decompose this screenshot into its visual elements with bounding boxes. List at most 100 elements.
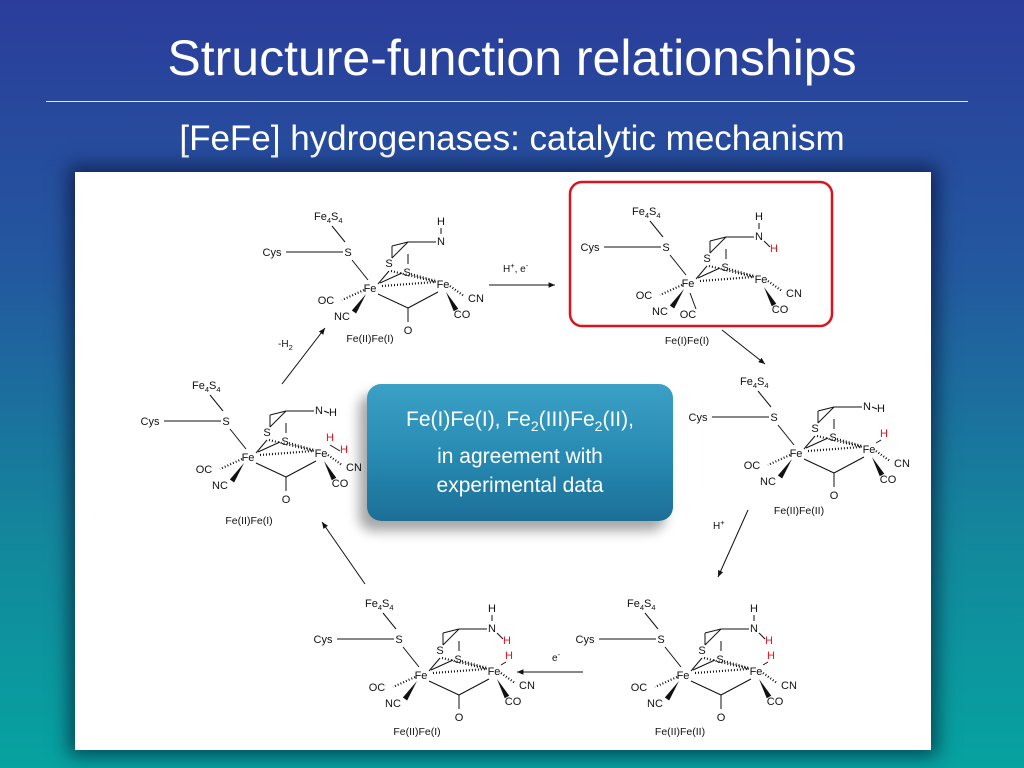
amine-nitrogen: N: [750, 623, 758, 635]
fe-s-bond-1: [692, 659, 716, 671]
fe-s-bond-3: [268, 438, 315, 453]
adt-bond-4: [709, 236, 727, 242]
cys-sulfur: S: [657, 634, 664, 646]
fe-proximal: Fe: [790, 448, 803, 460]
cys-fe-bond: [664, 646, 682, 668]
cn-distal: CN: [786, 288, 802, 300]
fe-proximal: Fe: [677, 670, 690, 682]
fe-s-bond-4: [690, 657, 703, 672]
cys-fe-bond: [351, 259, 369, 281]
adt-bond-4: [442, 628, 460, 634]
arrow-6-label: -H2​: [278, 339, 293, 352]
dihydrogen-bond: [329, 444, 341, 452]
oc-proximal-bond: [341, 288, 365, 302]
cn-distal: CN: [781, 680, 797, 692]
fe4s4-bond: [757, 390, 772, 408]
cys-label: Cys: [576, 634, 595, 646]
fe-distal: Fe: [437, 279, 450, 291]
dihydrogen-h1: H: [326, 432, 334, 444]
oc-proximal: OC: [744, 460, 761, 472]
adt-bond-1: [709, 236, 727, 254]
fe4s4-bond: [331, 225, 346, 243]
nc-proximal: NC: [385, 698, 401, 710]
bridge-co-bond-1: [803, 458, 835, 474]
mechanism-diagram: Fe4​S4​SCysFeFeSSNHOCNCCNCOOFe4​S4​SCysF…: [141, 180, 910, 738]
oc-proximal: OC: [196, 464, 213, 476]
bridge-co-bond-1: [428, 680, 460, 696]
cn-distal: CN: [894, 458, 910, 470]
cys-label: Cys: [689, 412, 708, 424]
fe-fe-bond: [694, 667, 749, 675]
arrow-3-shaft: [717, 509, 749, 578]
bridge-sulfur-front: S: [829, 432, 836, 444]
fe-distal: Fe: [315, 448, 328, 460]
callout-line-3: experimental data: [436, 473, 604, 497]
co-distal-bond: [759, 679, 772, 699]
adt-bond-1: [704, 628, 722, 646]
bridge-co-oxygen: O: [404, 325, 413, 337]
amine-h-top: H: [750, 603, 758, 615]
fe4s4-bond: [649, 220, 664, 238]
fe-fe-bond: [807, 445, 862, 453]
cys-fe-bond: [777, 424, 795, 446]
fe4s4-bond: [644, 612, 659, 630]
amine-h-top: H: [437, 216, 445, 228]
arrow-1-label: H+​, e-​: [503, 261, 529, 275]
oc-proximal-bond: [659, 283, 683, 297]
fe-proximal: Fe: [242, 452, 255, 464]
hydride-bond: [500, 661, 507, 666]
fe-s-bond-3: [708, 264, 755, 279]
cys-fe-bond: [229, 428, 247, 450]
fe4s4-label: Fe4​S4​: [627, 598, 656, 612]
arrow-5: [321, 521, 366, 585]
fe-s-bond-1: [257, 441, 281, 453]
adt-bond-4: [391, 241, 409, 247]
amine-h-top: H: [488, 603, 496, 615]
cys-label: Cys: [141, 416, 160, 428]
fe4s4-label: Fe4​S4​: [365, 598, 394, 612]
fe4s4-label: Fe4​S4​: [740, 376, 769, 390]
nh-bond-red: [496, 632, 504, 640]
cn-distal-bond: [767, 280, 783, 292]
adt-bond-1: [817, 406, 835, 424]
oc-proximal: OC: [318, 295, 335, 307]
arrow-2-head: [758, 357, 765, 364]
arrow-4: [517, 669, 583, 675]
fe-s-bond-2: [288, 441, 315, 452]
nh-bond-red: [758, 632, 766, 640]
adt-bond-1: [391, 241, 409, 259]
arrow-5-shaft: [321, 521, 366, 585]
cn-distal-bond: [762, 672, 778, 684]
arrow-5-head: [322, 522, 328, 529]
co-distal-bond: [497, 679, 510, 699]
fe-proximal: Fe: [415, 670, 428, 682]
fe-proximal: Fe: [682, 278, 695, 290]
nc-proximal: NC: [652, 306, 668, 318]
nc-proximal-bond: [664, 681, 679, 701]
nc-proximal-bond: [777, 459, 792, 479]
terminal-co-bond: [689, 292, 697, 310]
cn-distal: CN: [468, 293, 484, 305]
cys-sulfur: S: [395, 634, 402, 646]
amine-h-protonated: H: [770, 243, 778, 255]
nc-proximal: NC: [760, 476, 776, 488]
cys-fe-bond: [669, 254, 687, 276]
arrow-6-shaft: [281, 327, 326, 385]
fe-s-bond-2: [723, 659, 750, 670]
bridge-sulfur-back: S: [436, 645, 443, 657]
fe-s-bond-3: [703, 656, 750, 671]
amine-h-protonated: H: [765, 635, 773, 647]
cys-sulfur: S: [662, 242, 669, 254]
fe-distal: Fe: [863, 444, 876, 456]
nc-proximal: NC: [334, 311, 350, 323]
state-label-s4: Fe(II)Fe(II): [655, 726, 705, 738]
oc-proximal-bond: [767, 453, 791, 467]
state-label-s2: Fe(I)Fe(I): [665, 335, 709, 347]
bridge-sulfur-front: S: [721, 262, 728, 274]
nh-bond-right: [323, 410, 330, 414]
nc-proximal-bond: [351, 294, 366, 314]
fe-distal: Fe: [750, 666, 763, 678]
fe-s-bond-1: [697, 267, 721, 279]
